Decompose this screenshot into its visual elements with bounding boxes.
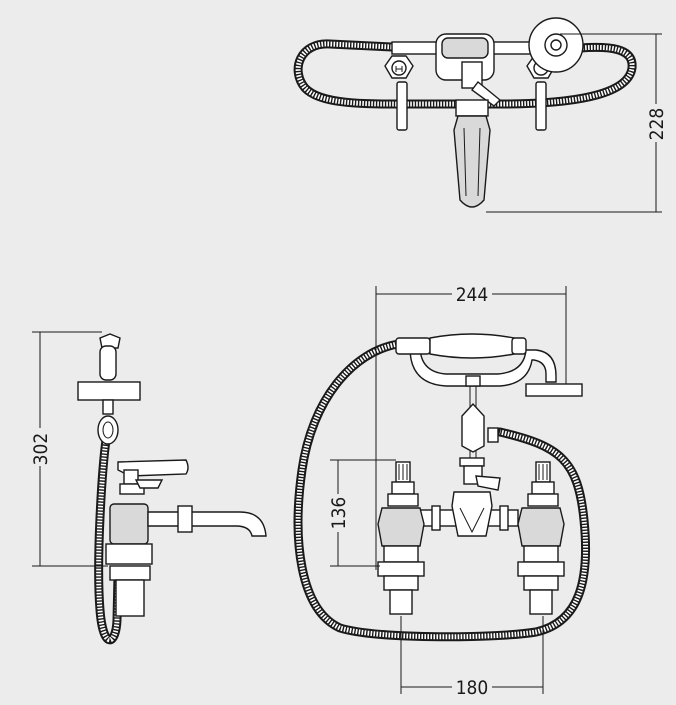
side-view: 302 xyxy=(30,331,267,645)
dim-plan-depth: 228 xyxy=(486,33,668,213)
front-left-nut xyxy=(383,575,419,591)
dim-244-label: 244 xyxy=(456,284,489,306)
plan-diverter-lever xyxy=(471,80,502,107)
front-handset-body xyxy=(429,333,515,359)
dim-side-height: 302 xyxy=(30,331,108,567)
plan-left-spindle xyxy=(391,60,407,76)
plan-view: 228 xyxy=(293,17,668,213)
front-wall-plate xyxy=(525,383,583,397)
side-base xyxy=(105,543,153,565)
side-shank xyxy=(115,579,145,617)
side-body xyxy=(109,503,149,545)
dim-front-width: 244 xyxy=(375,284,567,570)
front-right-flange xyxy=(517,561,565,577)
front-right-body xyxy=(517,507,565,547)
side-bonnet xyxy=(119,483,145,495)
front-left-shroud xyxy=(387,493,419,507)
side-hose-swivel xyxy=(97,415,119,445)
front-right-nut xyxy=(523,575,559,591)
front-left-body xyxy=(377,507,425,547)
side-hook xyxy=(99,345,117,381)
plan-spout-neck xyxy=(455,99,489,117)
plan-left-lever xyxy=(396,81,408,131)
front-left-shank xyxy=(389,589,413,615)
side-wall-plate xyxy=(77,381,141,401)
front-cradle xyxy=(409,345,557,387)
dim-136-label: 136 xyxy=(328,497,350,530)
front-left-bonnet xyxy=(391,481,415,495)
plan-right-lever xyxy=(535,81,547,131)
side-hook-stem xyxy=(102,399,114,415)
side-spout-collar xyxy=(177,505,193,533)
front-stem-top xyxy=(465,375,481,387)
front-right-base xyxy=(523,545,559,563)
side-spout xyxy=(147,511,267,537)
front-right-shroud xyxy=(527,493,559,507)
front-hose xyxy=(293,339,591,642)
side-lever-boss xyxy=(123,469,139,485)
front-hose-connector xyxy=(487,427,499,443)
plan-handset-grip xyxy=(441,37,489,59)
front-right-shank xyxy=(529,589,553,615)
front-bridge-ring-r xyxy=(499,505,509,531)
front-right-bonnet xyxy=(531,481,555,495)
front-handset-left xyxy=(395,337,431,355)
plan-spout xyxy=(453,115,491,208)
front-left-base xyxy=(383,545,419,563)
front-spout-body xyxy=(451,491,493,537)
dim-180-label: 180 xyxy=(456,677,489,699)
side-lever-tip xyxy=(134,479,164,489)
front-bridge-ring-l xyxy=(431,505,441,531)
plan-diverter xyxy=(461,61,483,89)
dim-tap-centres: 180 xyxy=(400,616,544,699)
dim-302-label: 302 xyxy=(30,433,52,466)
side-nut xyxy=(109,565,151,581)
front-handset-right xyxy=(511,337,527,355)
front-swivel xyxy=(461,402,485,453)
side-hook-cap xyxy=(99,333,121,349)
dim-228-label: 228 xyxy=(646,108,668,141)
side-hose xyxy=(94,435,123,645)
front-left-tap xyxy=(377,461,425,615)
front-view: 244 136 180 xyxy=(293,284,591,699)
dim-front-height: 136 xyxy=(328,459,396,567)
front-left-flange xyxy=(377,561,425,577)
front-diverter-lever xyxy=(475,475,501,491)
front-right-tap xyxy=(517,461,565,615)
front-diverter-cap xyxy=(459,457,485,467)
